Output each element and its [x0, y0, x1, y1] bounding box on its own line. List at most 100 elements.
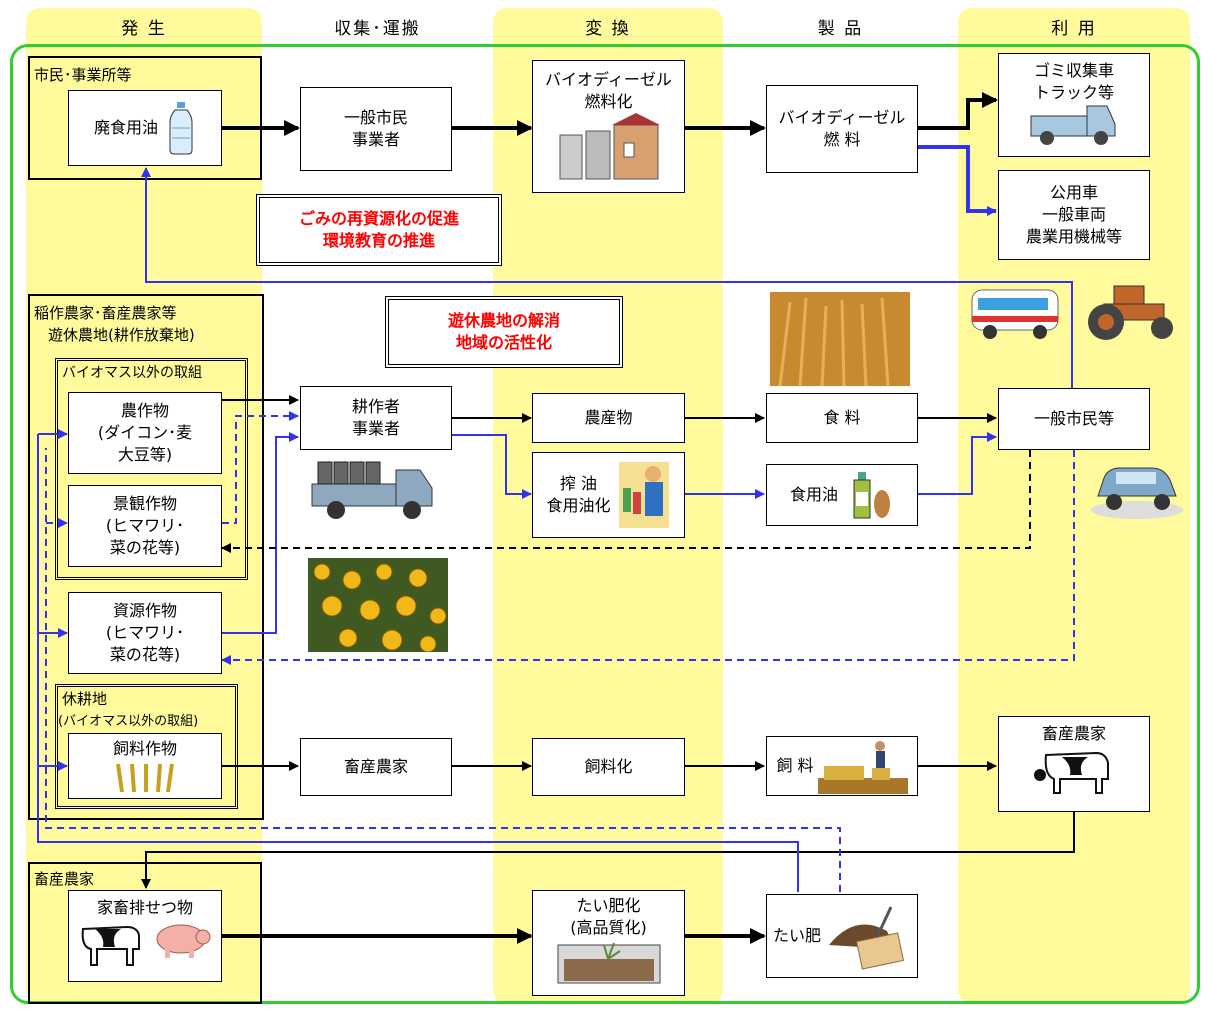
node-feed-crop: 飼料作物: [68, 733, 222, 799]
node-crops-line2: (ダイコン･麦: [97, 423, 193, 442]
node-livestock-farmer: 畜産農家: [300, 738, 452, 796]
line-compost-to-fields-dashed: [45, 448, 841, 892]
node-compost-process-line1: たい肥化: [576, 896, 641, 915]
line-public-to-oil: [141, 167, 1073, 388]
node-produce-label: 農産物: [584, 408, 633, 427]
node-compost-process: たい肥化 (高品質化): [532, 890, 685, 996]
node-compost: たい肥: [766, 894, 918, 978]
node-edible-oil: 食用油: [766, 464, 918, 526]
node-cultivator: 耕作者 事業者: [300, 386, 452, 450]
plastic-bottle-icon: [169, 102, 193, 155]
node-bdf-process-line1: バイオディーゼル: [545, 70, 672, 89]
node-feed-crop-label: 飼料作物: [112, 739, 177, 758]
node-food: 食 料: [766, 393, 918, 443]
node-food-label: 食 料: [823, 408, 861, 427]
node-bdf-fuel: バイオディーゼル 燃 料: [766, 85, 918, 173]
tractor-icon: [1088, 285, 1173, 340]
node-garbage-truck-line2: トラック等: [1033, 83, 1114, 102]
node-pressing-line1: 搾 油: [559, 474, 598, 493]
node-crops: 農作物 (ダイコン･麦 大豆等): [68, 392, 222, 474]
node-crops-line1: 農作物: [120, 401, 169, 420]
group-citizens-label: 市民･事業所等: [34, 66, 132, 84]
header-henkan: 変 換: [585, 19, 631, 39]
group-non-biomass-label: バイオマス以外の取組: [62, 365, 202, 381]
group-farmers-label-1: 稲作農家･畜産農家等: [34, 304, 177, 322]
arrow-fuel-to-public: [918, 145, 997, 216]
compost-pile-icon: [829, 906, 905, 970]
node-feed: 飼 料: [766, 736, 918, 796]
truck-icon: [1030, 105, 1116, 145]
header-shushu: 収集･運搬: [334, 19, 421, 39]
callout-idle-land: 遊休農地の解消 地域の活性化: [385, 296, 623, 368]
node-bdf-fuel-line1: バイオディーゼル: [778, 108, 906, 127]
node-waste-oil-label: 廃食用油: [93, 118, 158, 137]
arrow-public-to-resource-dashed: [221, 450, 1075, 665]
node-cultivator-line2: 事業者: [351, 419, 400, 438]
node-produce: 農産物: [532, 393, 685, 443]
node-bdf-process: バイオディーゼル 燃料化: [532, 60, 685, 193]
node-citizen-biz-line1: 一般市民: [343, 108, 408, 127]
group-fallow: [55, 684, 238, 809]
node-livestock-use-label: 畜産農家: [1041, 724, 1106, 743]
node-public-vehicle: 公用車 一般車両 農業用機械等: [998, 170, 1150, 260]
hay-farmer-icon: [817, 741, 908, 794]
cow-icon: [81, 925, 140, 966]
node-garbage-truck-line1: ゴミ収集車: [1033, 61, 1114, 80]
node-public-vehicle-line3: 農業用機械等: [1025, 227, 1122, 246]
compost-bin-icon: [557, 942, 660, 984]
group-fallow-label: 休耕地: [62, 690, 108, 708]
node-feed-label: 飼 料: [776, 756, 814, 775]
header-hassei: 発 生: [121, 19, 167, 39]
node-feed-process-label: 飼料化: [584, 757, 633, 776]
group-fallow-sub: (バイオマス以外の取組): [58, 714, 199, 729]
outer-frame: [10, 44, 1200, 1004]
node-crops-line3: 大豆等): [117, 445, 173, 464]
wheat-bundle-icon: [116, 763, 174, 793]
arrow-fuel-to-truck: [918, 92, 998, 130]
node-pressing: 搾 油 食用油化: [532, 452, 685, 538]
group-non-biomass: [55, 358, 248, 580]
sunflower-field-photo: [308, 558, 448, 652]
wheat-field-photo: [770, 292, 910, 386]
arrow-resource-to-cultivator: [222, 432, 299, 634]
node-public-vehicle-line1: 公用車: [1049, 183, 1098, 202]
arrow-landscape-to-cultivator: [222, 411, 299, 524]
barrel-truck-icon: [311, 461, 433, 519]
node-cultivator-line1: 耕作者: [351, 397, 400, 416]
node-garbage-truck: ゴミ収集車 トラック等: [998, 53, 1150, 157]
node-livestock-use: 畜産農家: [998, 716, 1150, 812]
header-seihin: 製 品: [817, 19, 864, 39]
node-resource: 資源作物 (ヒマワリ･ 菜の花等): [68, 592, 222, 674]
node-resource-line3: 菜の花等): [109, 645, 181, 664]
node-feed-process: 飼料化: [532, 738, 685, 796]
oil-worker-icon: [618, 462, 669, 528]
node-pressing-line2: 食用油化: [546, 496, 611, 515]
node-edible-oil-label: 食用油: [789, 485, 838, 504]
group-farmers: [28, 294, 264, 820]
node-bdf-process-line2: 燃料化: [584, 92, 633, 111]
node-landscape: 景観作物 (ヒマワリ･ 菜の花等): [68, 485, 222, 567]
refinery-icon: [559, 113, 660, 180]
group-livestock-label: 畜産農家: [34, 870, 95, 888]
callout-idle-land-line1: 遊休農地の解消: [447, 311, 560, 330]
node-landscape-line2: (ヒマワリ･: [105, 516, 185, 535]
node-resource-line2: (ヒマワリ･: [105, 623, 185, 642]
node-resource-line1: 資源作物: [112, 601, 177, 620]
node-compost-process-line2: (高品質化): [570, 918, 647, 937]
node-landscape-line3: 菜の花等): [109, 538, 181, 557]
node-waste-oil: 廃食用油: [68, 90, 222, 166]
callout-recycle-line2: 環境教育の推進: [322, 231, 435, 250]
node-pressing-text: 搾 油 食用油化: [546, 473, 610, 517]
pig-icon: [156, 924, 211, 958]
node-citizen-biz: 一般市民 事業者: [300, 87, 452, 171]
arrow-public-to-landscape-dashed: [221, 450, 1031, 553]
node-citizen-biz-line2: 事業者: [351, 130, 400, 149]
bus-icon: [971, 289, 1059, 339]
node-compost-label: たい肥: [772, 926, 821, 945]
cow-farmer-icon: [1034, 751, 1109, 794]
callout-recycle-line1: ごみの再資源化の促進: [298, 209, 459, 228]
node-bdf-fuel-line2: 燃 料: [823, 130, 861, 149]
header-riyou: 利 用: [1051, 19, 1097, 39]
node-general-public: 一般市民等: [998, 388, 1150, 450]
